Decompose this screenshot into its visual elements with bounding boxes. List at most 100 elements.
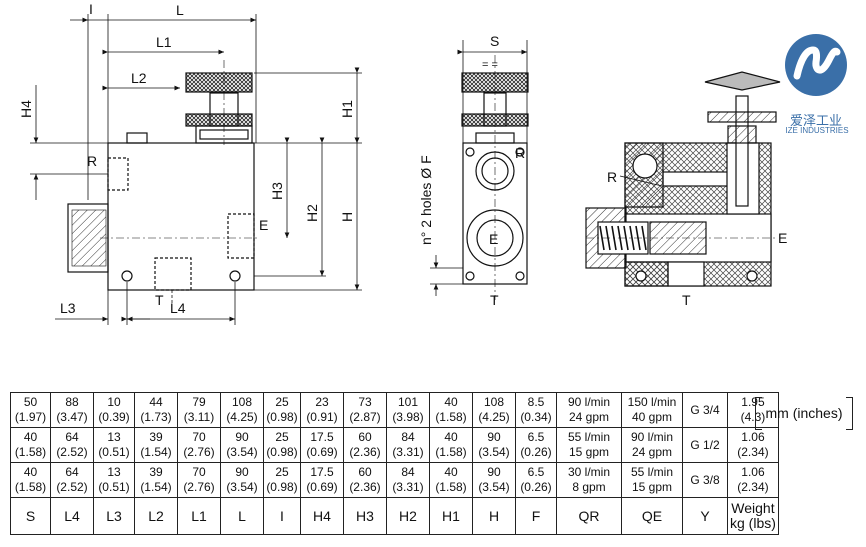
cell-line: 90 l/min xyxy=(630,430,674,444)
cell-line: 1.06 xyxy=(741,465,765,479)
cell-line: 88 xyxy=(65,395,79,409)
cell-line: 39 xyxy=(149,465,163,479)
cell-line: (1.97) xyxy=(14,410,47,424)
table-header-cell: F xyxy=(515,497,557,535)
symmetry-mark: = = xyxy=(482,59,498,71)
side-view-dimensions xyxy=(30,14,362,325)
table-cell: 90(3.54) xyxy=(220,427,264,463)
cell-line: 15 gpm xyxy=(568,445,610,459)
brand-name-en: IZE INDUSTRIES xyxy=(785,126,849,135)
holes-label: n° 2 holes Ø F xyxy=(418,155,434,245)
cell-line: (2.34) xyxy=(737,445,769,459)
cell-line: (0.39) xyxy=(98,410,130,424)
dim-L3: L3 xyxy=(60,300,76,316)
table-cell: 10(0.39) xyxy=(93,392,135,428)
table-cell: 84(3.31) xyxy=(386,427,430,463)
dim-H2: H2 xyxy=(304,204,320,222)
cell-line: 40 xyxy=(23,465,38,479)
cell-line: (2.52) xyxy=(56,480,88,494)
brand-logo-icon xyxy=(785,34,847,96)
cell-line: (2.76) xyxy=(183,445,215,459)
cell-line: 90 l/min xyxy=(567,395,611,409)
table-cell: G 1/2 xyxy=(682,427,728,463)
cell-line: 17.5 xyxy=(310,465,334,479)
cell-line: (4.25) xyxy=(226,410,258,424)
table-cell: 40(1.58) xyxy=(429,392,473,428)
cell-line: 17.5 xyxy=(310,430,334,444)
units-note: mm (inches) xyxy=(755,397,853,430)
brand-logo: 爱泽工业 IZE INDUSTRIES xyxy=(783,30,849,135)
cell-line: 55 l/min xyxy=(567,430,611,444)
table-cell: 90(3.54) xyxy=(220,462,264,498)
cell-line: (0.26) xyxy=(520,445,552,459)
table-header-cell: QE xyxy=(621,497,683,535)
cell-line: (1.58) xyxy=(435,410,467,424)
cell-line: 6.5 xyxy=(527,430,545,444)
table-cell: 108(4.25) xyxy=(472,392,516,428)
cell-line: G 1/2 xyxy=(690,437,720,452)
cell-line: (3.31) xyxy=(392,445,424,459)
cell-line: 108 xyxy=(483,395,505,409)
cell-line: (0.91) xyxy=(306,410,338,424)
table-row: 50(1.97)88(3.47)10(0.39)44(1.73)79(3.11)… xyxy=(10,392,779,428)
cell-line: 84 xyxy=(401,430,415,444)
table-cell: 73(2.87) xyxy=(343,392,387,428)
cell-line: 13 xyxy=(107,465,121,479)
header-line: kg (lbs) xyxy=(730,515,776,531)
port-E-section: E xyxy=(778,230,787,246)
table-header-cell: L2 xyxy=(134,497,178,535)
table-cell: 1.06(2.34) xyxy=(727,427,779,463)
dim-L1: L1 xyxy=(156,34,172,50)
cell-line: (3.47) xyxy=(56,410,88,424)
table-cell: 88(3.47) xyxy=(50,392,94,428)
cell-line: (2.76) xyxy=(183,480,215,494)
cell-line: (2.52) xyxy=(56,445,88,459)
dim-S: S xyxy=(490,33,499,49)
cell-line: 8.5 xyxy=(527,395,545,409)
dim-H3: H3 xyxy=(269,182,285,200)
cell-line: (1.58) xyxy=(435,445,467,459)
cell-line: 25 xyxy=(275,465,289,479)
cell-line: 90 xyxy=(487,465,501,479)
cell-line: 70 xyxy=(192,465,206,479)
cell-line: (3.31) xyxy=(392,480,424,494)
cell-line: (0.34) xyxy=(520,410,552,424)
table-header-cell: H3 xyxy=(343,497,387,535)
table-cell: 50(1.97) xyxy=(10,392,51,428)
dim-H1: H1 xyxy=(339,100,355,118)
dim-L: L xyxy=(176,2,184,18)
table-header-cell: L1 xyxy=(177,497,221,535)
side-view-labels: I L L1 L2 H1 H H2 H3 H4 L3 L4 R E T xyxy=(18,1,355,316)
table-cell: 39(1.54) xyxy=(134,427,178,463)
cell-line: (4.25) xyxy=(478,410,510,424)
section-view xyxy=(585,71,781,287)
port-E-front: E xyxy=(489,231,498,247)
cell-line: (0.26) xyxy=(520,480,552,494)
units-note-text: mm (inches) xyxy=(765,405,843,421)
table-cell: 25(0.98) xyxy=(263,427,301,463)
cell-line: (0.69) xyxy=(306,480,338,494)
cell-line: 24 gpm xyxy=(568,410,610,424)
cell-line: (2.34) xyxy=(737,480,769,494)
cell-line: (1.58) xyxy=(14,480,47,494)
cell-line: 150 l/min xyxy=(627,395,677,409)
technical-drawing: I L L1 L2 H1 H H2 H3 H4 L3 L4 R E T xyxy=(18,1,787,325)
table-cell: 17.5(0.69) xyxy=(300,462,344,498)
table-cell: 1.06(2.34) xyxy=(727,462,779,498)
cell-line: 25 xyxy=(275,430,289,444)
cell-line: 30 l/min xyxy=(567,465,611,479)
cell-line: (0.69) xyxy=(306,445,338,459)
table-cell: 13(0.51) xyxy=(93,427,135,463)
cell-line: 64 xyxy=(65,465,79,479)
cell-line: 60 xyxy=(358,465,372,479)
cell-line: (0.51) xyxy=(98,445,130,459)
side-view xyxy=(67,60,260,291)
cell-line: (1.54) xyxy=(140,445,172,459)
table-cell: 17.5(0.69) xyxy=(300,427,344,463)
header-line: Weight xyxy=(731,500,775,516)
cell-line: (3.98) xyxy=(392,410,424,424)
